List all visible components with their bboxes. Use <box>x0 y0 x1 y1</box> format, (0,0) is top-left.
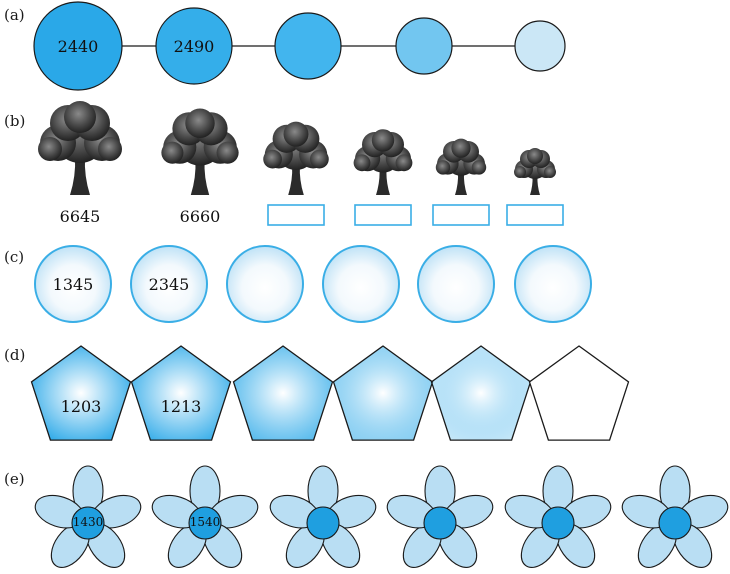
tree-canopy <box>514 166 526 178</box>
tree-b-5 <box>435 138 487 195</box>
tree-b-2-value: 6660 <box>180 207 221 226</box>
answer-box-b-4[interactable] <box>354 204 412 226</box>
tree-b-1 <box>38 101 122 195</box>
tree-b-2 <box>161 108 239 195</box>
circle-c-1 <box>34 245 112 323</box>
pentagon-d-2-value: 1213 <box>161 397 202 416</box>
flower-center <box>423 506 457 540</box>
tree-trunk <box>530 176 540 195</box>
circle-a-1-value: 2440 <box>58 37 99 56</box>
tree-canopy <box>263 149 282 169</box>
tree-canopy <box>185 108 215 138</box>
row-b-trees <box>38 101 556 195</box>
tree-canopy <box>353 154 371 172</box>
pentagon-d-5 <box>430 345 532 441</box>
row-d-pentagons <box>30 345 630 441</box>
circle-c-6 <box>514 245 592 323</box>
tree-b-3 <box>263 121 329 195</box>
answer-box-b-6[interactable] <box>506 204 564 226</box>
pentagon-d-2 <box>130 345 232 441</box>
pentagon-d-1-value: 1203 <box>61 397 102 416</box>
circle-c-2-value: 2345 <box>149 275 190 294</box>
row-c-circles: 1345 2345 <box>34 245 592 323</box>
tree-canopy <box>310 149 329 169</box>
pentagon-d-6 <box>528 345 630 441</box>
tree-canopy <box>98 137 122 161</box>
pentagon-d-1 <box>30 345 132 441</box>
circle-a-5 <box>514 20 566 72</box>
tree-canopy <box>216 141 239 164</box>
tree-canopy <box>161 141 184 164</box>
flower-e-4 <box>386 465 494 568</box>
flower-center <box>188 506 222 540</box>
tree-trunk <box>376 168 390 195</box>
tree-canopy <box>283 121 309 147</box>
circle-a-2 <box>155 7 233 85</box>
flower-center <box>71 506 105 540</box>
pentagon-d-3 <box>232 345 334 441</box>
tree-trunk <box>190 160 210 195</box>
flower-center <box>541 506 575 540</box>
tree-canopy <box>38 137 62 161</box>
flower-e-2 <box>151 465 259 568</box>
answer-box-b-5[interactable] <box>432 204 490 226</box>
row-label-b: (b) <box>4 112 26 130</box>
tree-trunk <box>288 165 304 195</box>
circle-a-3 <box>274 12 342 80</box>
circle-c-1-value: 1345 <box>53 275 94 294</box>
tree-trunk <box>455 172 467 195</box>
flower-e-1-value: 1430 <box>73 515 104 529</box>
flower-e-2-value: 1540 <box>190 515 221 529</box>
row-label-a: (a) <box>4 6 25 24</box>
circle-c-4 <box>322 245 400 323</box>
tree-canopy <box>435 160 451 175</box>
pentagon-d-4 <box>332 345 434 441</box>
circle-a-4 <box>395 17 453 75</box>
flower-center <box>658 506 692 540</box>
tree-trunk <box>70 157 90 195</box>
circle-a-1 <box>33 1 123 91</box>
circle-a-2-value: 2490 <box>174 37 215 56</box>
tree-canopy <box>395 154 413 172</box>
row-label-e: (e) <box>4 470 25 488</box>
tree-canopy <box>371 129 395 152</box>
circle-c-2 <box>130 245 208 323</box>
flower-center <box>306 506 340 540</box>
row-e-flowers <box>34 465 729 568</box>
tree-b-4 <box>353 129 413 195</box>
flower-e-3 <box>269 465 377 568</box>
row-label-d: (d) <box>4 346 26 364</box>
tree-canopy <box>64 101 96 133</box>
row-label-c: (c) <box>4 248 25 266</box>
flower-e-5 <box>504 465 612 568</box>
tree-canopy <box>544 166 556 178</box>
tree-canopy <box>471 160 487 175</box>
circle-c-3 <box>226 245 304 323</box>
flower-e-1 <box>34 465 142 568</box>
circle-c-5 <box>417 245 495 323</box>
answer-box-b-3[interactable] <box>267 204 325 226</box>
tree-canopy <box>451 138 471 158</box>
tree-b-6 <box>514 148 556 195</box>
tree-canopy <box>527 148 543 164</box>
row-a-circles: 2440 2490 <box>33 1 566 91</box>
tree-b-1-value: 6645 <box>60 207 101 226</box>
flower-e-6 <box>621 465 729 568</box>
